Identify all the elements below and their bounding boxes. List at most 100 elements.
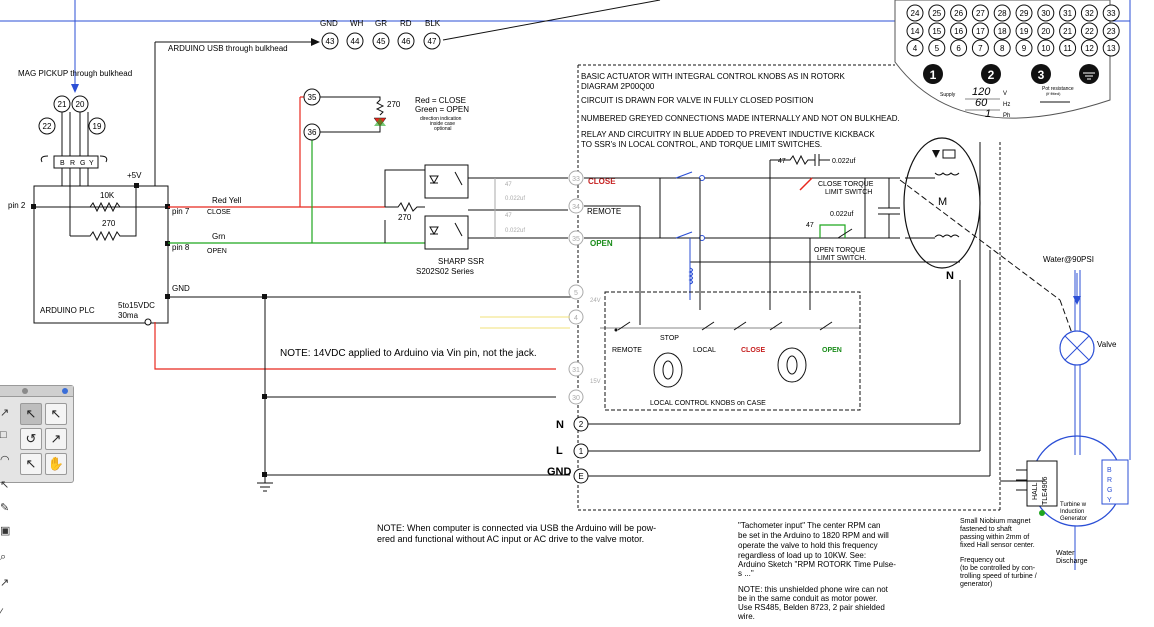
tach-note-5: Arduino Sketch "RPM ROTORK Time Pulse-	[738, 560, 896, 569]
panel-terminal-19-label: 19	[1020, 27, 1029, 36]
panel-terminal-8	[993, 39, 1011, 57]
arduino-name: ARDUINO PLC	[40, 306, 95, 315]
arduino-pin8: pin 8	[172, 243, 190, 252]
panel-terminal-25	[928, 4, 946, 22]
panel-terminal-30	[1037, 4, 1055, 22]
local-knobs-box	[604, 291, 861, 411]
rotork-panel	[894, 0, 1111, 119]
mag-pickup-label: MAG PICKUP through bulkhead	[18, 69, 132, 78]
panel-terminal-24	[906, 4, 924, 22]
hall-label: HALL	[1032, 482, 1039, 500]
magic-wand-tool-icon[interactable]: ✋	[45, 453, 67, 475]
magnet-note: Small Niobium magnet fastened to shaft p…	[960, 518, 1035, 549]
panel-big-2-label: 2	[988, 68, 995, 82]
panel-pot: Pot resistance	[1042, 86, 1074, 92]
panel-v-unit: V	[1003, 91, 1007, 97]
panel-terminal-32-label: 32	[1085, 9, 1094, 18]
hand-tool-icon[interactable]: ↖	[20, 453, 42, 475]
arrow-tool-icon[interactable]: ↖	[20, 403, 42, 425]
freq-note: Frequency out (to be controlled by con- …	[960, 557, 1037, 588]
group-select-tool-icon[interactable]: ↖	[45, 403, 67, 425]
resistor-270	[70, 186, 137, 242]
left-toolbar: ↗ □ ◠ ↖ ✎ ▣ ⌕ ↗ ∕	[0, 405, 10, 627]
close-knob-switch	[769, 321, 783, 331]
panel-terminal-27	[971, 4, 989, 22]
mag-terminal-21-label: 21	[58, 100, 67, 109]
panel-terminal-23	[1102, 22, 1120, 40]
power-gnd-num: E	[578, 472, 583, 481]
arduino-current: 30ma	[118, 311, 139, 320]
phone-note-3: Use RS485, Belden 8723, 2 pair shielded	[738, 603, 885, 612]
palette-zoom-icon[interactable]	[62, 388, 68, 394]
motor-to-valve-link	[899, 179, 1061, 301]
panel-terminal-5-label: 5	[935, 44, 940, 53]
knob-direction	[777, 347, 807, 383]
ssr-close-diode	[429, 175, 439, 185]
torque-close-resistor	[770, 154, 815, 166]
cursor-tool-icon[interactable]: ↖	[0, 479, 10, 491]
panel-terminal-17-label: 17	[976, 27, 985, 36]
r-10k-label: 10K	[100, 191, 115, 200]
pin7-node	[165, 204, 170, 209]
ssr-close-box	[424, 164, 469, 199]
panel-terminal-33-label: 33	[1107, 9, 1116, 18]
usb-terminal-group: GND WH GR RD BLK 43 44 45 46 47	[320, 19, 441, 50]
usb-note-2: ered and functional without AC input or …	[377, 534, 644, 544]
torque-close-1: CLOSE TORQUE	[818, 181, 874, 188]
phone-note-2: be in the same conduit as motor power.	[738, 594, 878, 603]
panel-terminal-16-label: 16	[954, 27, 963, 36]
torque-close-switch	[799, 177, 813, 191]
pen-tool-icon[interactable]: ↗	[0, 407, 10, 419]
actuator-note-5: RELAY AND CIRCUITRY IN BLUE ADDED TO PRE…	[581, 130, 875, 139]
panel-terminal-21	[1059, 22, 1077, 40]
usb-terminal-45	[372, 32, 390, 50]
pencil-tool-icon[interactable]: ✎	[0, 502, 10, 514]
usb-note-1: NOTE: When computer is connected via USB…	[377, 523, 656, 533]
panel-terminal-9	[1015, 39, 1033, 57]
mag-coil-box	[53, 155, 99, 169]
eyedropper-tool-icon[interactable]: ↗	[0, 577, 10, 589]
terminal-close-label: CLOSE	[588, 177, 616, 186]
usb-color-rd: RD	[400, 19, 412, 28]
usb-color-wh: WH	[350, 19, 364, 28]
panel-terminal-23-label: 23	[1107, 27, 1116, 36]
torque-r1: 47	[778, 158, 786, 165]
phone-note-1: NOTE: this unshielded phone wire can not	[738, 585, 889, 594]
power-terminals: N 2 L 1 GND E	[547, 416, 589, 484]
palette-close-icon[interactable]	[22, 388, 28, 394]
usb-color-gr: GR	[375, 19, 387, 28]
panel-ph-unit: Ph	[1003, 113, 1010, 119]
actuator-terminals: 33 CLOSE 34 REMOTE 35 OPEN 5 24V 4 31 15…	[568, 170, 621, 405]
arc-tool-icon[interactable]: ◠	[0, 454, 10, 466]
lasso-tool-icon[interactable]: ↺	[20, 428, 42, 450]
ssr-open-box	[424, 215, 469, 250]
usb-color-gnd: GND	[320, 19, 338, 28]
direct-select-tool-icon[interactable]: ↗	[45, 428, 67, 450]
panel-terminal-17	[971, 22, 989, 40]
resistor-10k	[89, 201, 121, 213]
power-n-num: 2	[579, 420, 584, 429]
panel-terminal-28-label: 28	[998, 9, 1007, 18]
rect-tool-icon[interactable]: □	[0, 429, 7, 441]
panel-terminal-18-label: 18	[998, 27, 1007, 36]
palette-title-bar[interactable]	[0, 386, 73, 397]
usb-terminal-46-label: 46	[402, 37, 411, 46]
zoom-tool-icon[interactable]: ⌕	[0, 551, 7, 563]
panel-terminal-31	[1059, 4, 1077, 22]
turbine-coil-b: B	[1107, 467, 1112, 474]
tach-note: "Tachometer input" The center RPM can be…	[738, 521, 896, 578]
knob-local-label: LOCAL	[693, 347, 716, 354]
panel-terminal-14-label: 14	[911, 27, 920, 36]
arduino-pin7: pin 7	[172, 207, 190, 216]
turbine-coil-r: R	[1107, 477, 1112, 484]
mag-arc-left	[40, 155, 49, 163]
arduino-note: NOTE: 14VDC applied to Arduino via Vin p…	[280, 348, 537, 359]
panel-terminal-13	[1102, 39, 1120, 57]
panel-terminal-26	[950, 4, 968, 22]
panel-terminal-4-label: 4	[913, 44, 918, 53]
arduino-pin2: pin 2	[8, 201, 26, 210]
paint-tool-icon[interactable]: ▣	[0, 525, 11, 537]
knife-tool-icon[interactable]: ∕	[0, 607, 2, 619]
